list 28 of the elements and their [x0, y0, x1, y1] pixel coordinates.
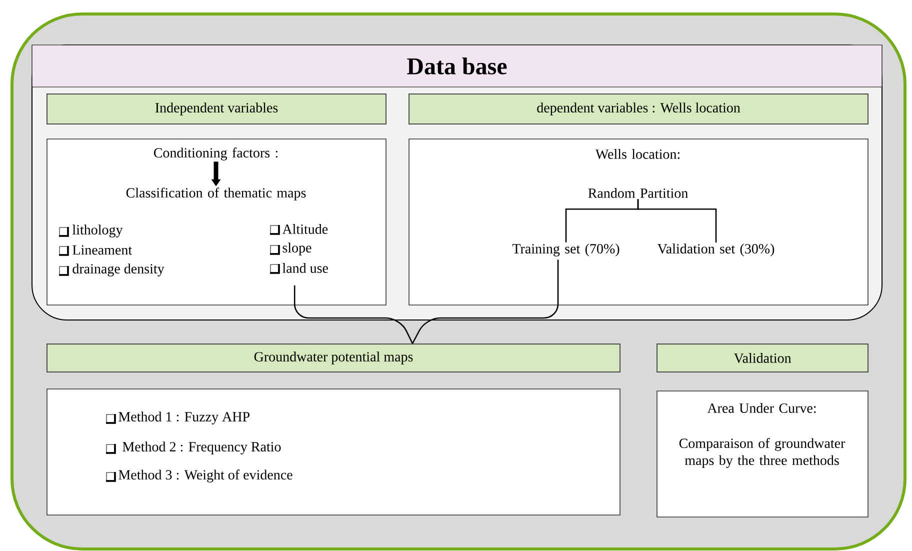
box-text: Comparaison of groundwater maps by the three methods	[679, 438, 846, 468]
content-box	[46, 138, 386, 306]
header-band: Groundwater potential maps	[46, 344, 620, 372]
bracket	[412, 260, 559, 344]
content-box	[46, 388, 620, 516]
text-label: Training set (70%)	[512, 244, 620, 256]
list-item: Method 1 : Fuzzy AHP	[118, 412, 250, 424]
bracket	[637, 199, 717, 242]
box-text: Wells location:	[595, 149, 680, 159]
list-item: Lineament	[72, 245, 132, 255]
content-box	[408, 138, 868, 306]
list-item: Method 3 : Weight of evidence	[118, 470, 292, 482]
header-band: Independent variables	[46, 94, 386, 124]
box-text: Area Under Curve:	[707, 403, 816, 413]
list-item: lithology	[72, 224, 123, 238]
header-band: dependent variables : Wells location	[408, 94, 869, 124]
text-label: Conditioning factors :	[154, 148, 278, 160]
list-item: land use	[282, 263, 328, 273]
text-label: Validation set (30%)	[657, 244, 774, 256]
text-label: Random Partition	[588, 188, 688, 198]
bracket	[294, 285, 414, 344]
list-item: Altitude	[282, 224, 328, 234]
text-label: Classification of thematic maps	[126, 188, 306, 200]
list-item: Method 2 : Frequency Ratio	[122, 442, 281, 454]
header-band: Validation	[656, 344, 869, 372]
content-box	[656, 390, 868, 518]
list-item: slope	[282, 242, 312, 256]
list-item: drainage density	[72, 264, 164, 276]
